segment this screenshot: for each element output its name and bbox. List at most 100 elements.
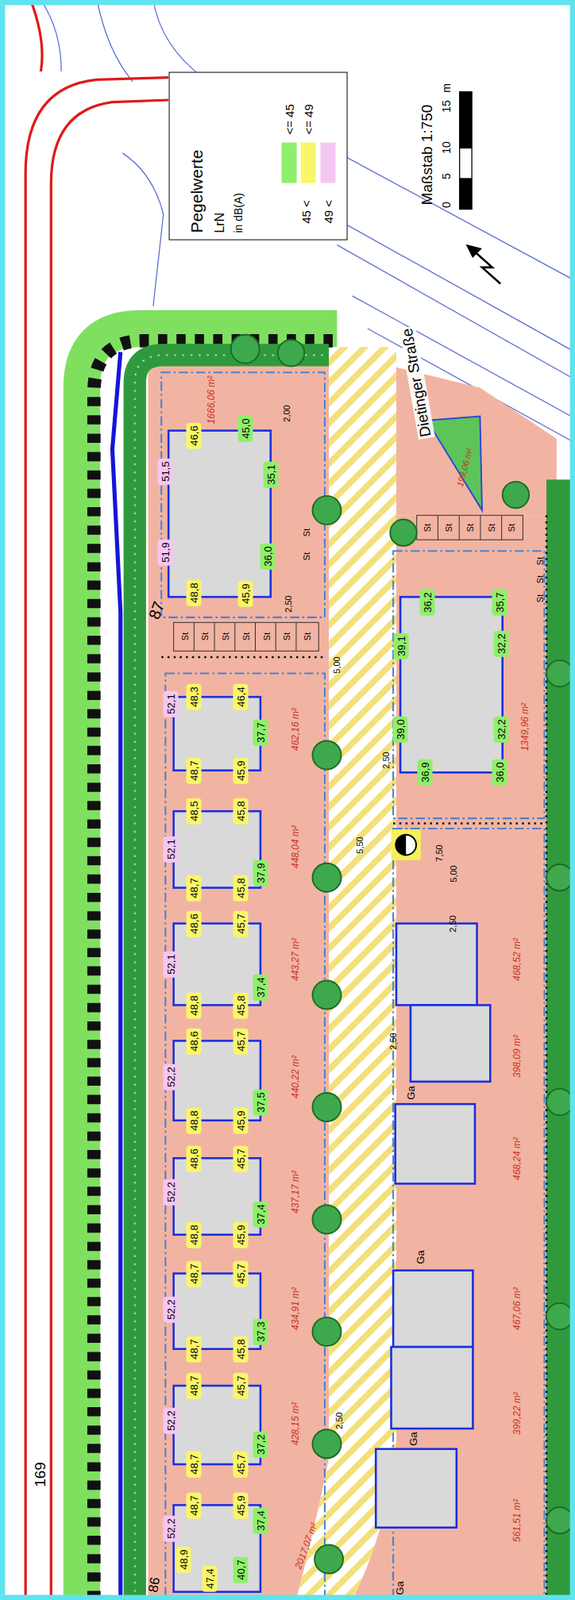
area-label: 398,09 m² <box>512 1035 523 1079</box>
hedge <box>135 355 329 1600</box>
level-value: 45,7 <box>235 1455 247 1476</box>
legend-title: in dB(A) <box>231 192 244 234</box>
tree <box>312 1430 342 1459</box>
level-tag: 51,5 <box>158 458 174 485</box>
level-tag: 48,6 <box>186 1028 202 1055</box>
area-label: 561,51 m² <box>512 1500 523 1544</box>
north-arrow <box>467 246 480 257</box>
level-value: 45,9 <box>235 1225 247 1246</box>
level-value: 32,2 <box>495 720 508 741</box>
road-lines <box>122 153 163 307</box>
legend-text: 49 < <box>320 200 335 224</box>
level-value: 45,7 <box>235 1149 247 1170</box>
map-label: St <box>486 524 497 533</box>
level-tag: 52,2 <box>162 1296 178 1324</box>
level-tag: 45,7 <box>233 1452 249 1479</box>
blue-line <box>111 352 120 1600</box>
level-value: 39,1 <box>395 636 408 657</box>
level-value: 45,9 <box>235 1496 247 1517</box>
level-value: 37,2 <box>254 1435 267 1455</box>
map-label: St <box>535 594 545 603</box>
level-value: 48,9 <box>177 1550 190 1571</box>
level-value: 45,8 <box>235 1339 247 1360</box>
level-value: 35,1 <box>264 464 277 485</box>
level-value: 48,8 <box>188 582 201 603</box>
parking-grid <box>437 515 502 541</box>
level-value: 36,9 <box>418 763 431 784</box>
level-value: 52,1 <box>164 839 177 860</box>
level-tag: 48,7 <box>186 875 202 902</box>
tree <box>546 1508 573 1535</box>
level-tag: 40,7 <box>233 1557 249 1584</box>
boundary-red-line <box>30 0 43 72</box>
map-label: St <box>464 524 475 533</box>
tree <box>312 1318 342 1347</box>
area-label: 440,22 m² <box>290 1056 302 1100</box>
level-value: 48,7 <box>188 760 201 781</box>
lot-boundary <box>393 551 545 819</box>
level-tag: 45,9 <box>233 1493 249 1520</box>
level-value: 45,7 <box>235 1264 247 1285</box>
map-label: Ga <box>415 1251 427 1266</box>
level-tag: 52,1 <box>162 836 178 863</box>
level-tag: 48,8 <box>186 1107 202 1135</box>
level-tag: 32,2 <box>493 717 510 744</box>
level-value: 39,0 <box>394 720 407 741</box>
level-tag: 52,2 <box>162 1179 178 1206</box>
level-tag: 45,7 <box>233 1373 249 1401</box>
level-value: 52,1 <box>164 694 177 715</box>
level-tag: 46,4 <box>233 684 249 711</box>
map-label: St <box>281 632 292 641</box>
level-tag: 37,9 <box>252 860 268 887</box>
level-tag: 37,2 <box>252 1431 268 1459</box>
dotted-divider <box>161 656 325 660</box>
area-label: 468,52 m² <box>512 938 523 982</box>
map-label: 5,00 <box>331 657 342 675</box>
level-value: 37,4 <box>254 1511 267 1532</box>
map-label: Ga <box>405 1087 417 1101</box>
level-value: 45,0 <box>239 418 251 439</box>
level-tag: 45,8 <box>233 1336 249 1363</box>
legend-box: PegelwerteLrNin dB(A)<= 45<= 4949 < <box>168 71 348 240</box>
level-value: 36,2 <box>420 592 433 613</box>
area-label: 437,17 m² <box>290 1171 302 1215</box>
level-value: 48,3 <box>188 687 201 708</box>
level-value: 48,7 <box>188 1377 201 1397</box>
road-lines <box>153 0 575 282</box>
map-label: 2,00 <box>281 405 292 422</box>
level-tag: 37,4 <box>252 974 268 1001</box>
level-tag: 48,6 <box>186 910 202 938</box>
level-value: 47,4 <box>203 1570 216 1590</box>
garage <box>391 1347 474 1430</box>
level-tag: 45,7 <box>233 1146 249 1173</box>
tree <box>312 981 342 1011</box>
level-tag: 45,7 <box>233 1028 249 1055</box>
map-label: St <box>200 632 210 641</box>
map-label: Ga <box>408 1433 420 1448</box>
level-value: 48,6 <box>188 1149 201 1170</box>
area-label: 399,22 m² <box>512 1393 523 1436</box>
level-value: 48,7 <box>188 1455 201 1476</box>
map-label: 10 <box>441 142 454 155</box>
map-label: St <box>302 632 313 641</box>
map-label: 15 <box>441 100 454 113</box>
level-value: 45,8 <box>235 802 247 822</box>
level-tag: 48,8 <box>186 992 202 1019</box>
legend-title: LrN <box>212 212 227 233</box>
level-tag: 45,8 <box>233 875 249 902</box>
map-label: 86 <box>146 1577 165 1595</box>
level-tag: 45,9 <box>237 581 253 608</box>
level-tag: 36,9 <box>416 760 433 787</box>
level-value: 51,5 <box>159 461 172 482</box>
well-symbol <box>391 829 421 861</box>
level-value: 35,7 <box>493 592 506 613</box>
road-lines <box>40 0 62 72</box>
map-label: 7,50 <box>434 845 444 862</box>
map-label: Maßstab 1:750 <box>418 104 436 206</box>
level-value: 46,6 <box>188 425 201 446</box>
garage <box>396 924 478 1007</box>
level-tag: 48,6 <box>186 1146 202 1173</box>
level-value: 45,9 <box>239 584 251 605</box>
map-label: St <box>535 575 545 584</box>
tree <box>312 740 342 770</box>
